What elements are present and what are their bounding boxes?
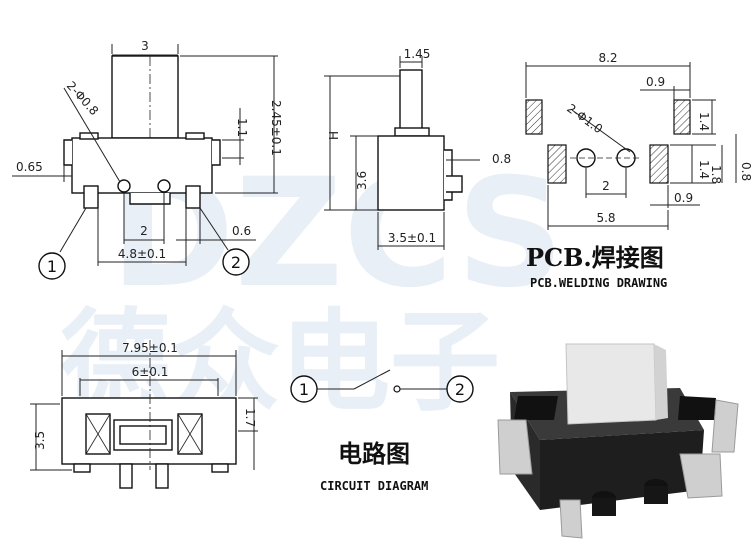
switch-3d-render (497, 343, 739, 539)
dim-bottom-inner: 6±0.1 (132, 365, 169, 379)
render-actuator-side (654, 344, 668, 420)
dim-pcb-total: 8.2 (598, 51, 617, 65)
bottom-actuator (119, 425, 167, 445)
dim-side-height: 3.6 (355, 171, 369, 190)
render-actuator (565, 343, 657, 425)
watermark: DZCS 德众电子 (60, 147, 564, 426)
pcb-pad-bottom-left (547, 144, 567, 184)
bottom-lead-4 (211, 463, 229, 473)
front-pin-2-callout (222, 248, 250, 276)
dim-front-pin: 0.6 (232, 224, 251, 238)
front-slot (129, 193, 171, 205)
dim-pcb-pad-h-top: 1.4 (697, 112, 711, 131)
front-leg-right (185, 185, 201, 209)
front-view: 3 2.45±0.1 1.1 0.65 2-Φ0.8 2 0.6 4.8±0.1 (12, 39, 283, 280)
front-pin-1-callout (38, 252, 66, 280)
front-actuator (111, 55, 179, 139)
dim-front-top: 1.1 (235, 118, 249, 137)
bottom-lead-1 (73, 463, 91, 473)
front-body (71, 137, 213, 194)
circuit-diagram: 1 2 电路图 CIRCUIT DIAGRAM (290, 369, 474, 493)
pcb-title-en: PCB.WELDING DRAWING (530, 276, 667, 290)
render-top-slot-right (678, 396, 716, 420)
render-tab-left (497, 419, 533, 475)
front-tab-right (212, 139, 221, 166)
pcb-pad-bottom-right (649, 144, 669, 184)
dim-side-width: 3.5±0.1 (388, 231, 436, 245)
dim-bottom-total: 7.95±0.1 (122, 341, 178, 355)
front-hole-right (157, 179, 171, 193)
front-tab-left (63, 139, 72, 166)
dim-front-span: 4.8±0.1 (118, 247, 166, 261)
circuit-title-cn: 电路图 (338, 439, 410, 468)
dim-pcb-pad-w-top: 0.9 (646, 75, 665, 89)
circuit-pin-2-callout (446, 375, 474, 403)
render-lead-right (679, 453, 723, 499)
dim-pcb-pitch: 2 (602, 179, 610, 193)
front-bump-right (185, 132, 205, 140)
bottom-view: 7.95±0.1 6±0.1 3.5 1.7 (30, 340, 258, 489)
front-pin-1-label: 1 (47, 257, 57, 276)
side-lead (446, 175, 463, 193)
dim-side-top: 1.45 (404, 47, 431, 61)
dim-bottom-height: 3.5 (33, 431, 47, 450)
circuit-pin-2-label: 2 (455, 380, 465, 399)
circuit-title-en: CIRCUIT DIAGRAM (320, 479, 428, 493)
pcb-hole-left (576, 148, 596, 168)
dim-front-height: 2.45±0.1 (269, 100, 283, 156)
dim-pcb-pad-h-bot: 1.4 (697, 160, 711, 179)
circuit-pin-1-label: 1 (299, 380, 309, 399)
switch-blade (353, 369, 391, 390)
dim-pcb-holes: 2-Φ1.0 (564, 101, 605, 136)
render-front-face (540, 430, 704, 510)
side-actuator (399, 69, 423, 133)
bottom-lead-2 (119, 463, 133, 489)
dim-pcb-inner: 5.8 (596, 211, 615, 225)
dim-side-lead: 0.8 (492, 152, 511, 166)
front-pin-2-label: 2 (231, 253, 241, 272)
dim-front-left: 0.65 (16, 160, 43, 174)
front-bump-left (79, 132, 99, 140)
side-collar (394, 127, 430, 137)
dim-front-holes: 2-Φ0.8 (64, 79, 102, 118)
side-body (377, 135, 445, 211)
dim-front-width: 3 (141, 39, 149, 53)
dim-bottom-right: 1.7 (243, 408, 257, 427)
render-tab-right (711, 399, 739, 453)
pcb-layout: 8.2 0.9 1.4 2-Φ1.0 2 1.4 1.8 0.8 0.9 (525, 51, 753, 290)
dim-pcb-height: 1.8 (709, 165, 723, 184)
bottom-lead-3 (155, 463, 169, 489)
pcb-pad-top-left (525, 99, 543, 135)
render-lead-left (559, 499, 583, 539)
render-top-slot-left (514, 396, 558, 420)
pcb-title-cn: PCB.焊接图 (526, 243, 664, 272)
front-leg-left (83, 185, 99, 209)
dim-side-h: H (327, 131, 341, 140)
dim-pcb-edge: 0.8 (739, 162, 753, 181)
dim-pcb-pad-w-bot: 0.9 (674, 191, 693, 205)
side-view: 1.45 H 3.6 0.8 3.5±0.1 (324, 47, 511, 250)
pcb-pad-top-right (673, 99, 691, 135)
dim-front-pitch: 2 (140, 224, 148, 238)
